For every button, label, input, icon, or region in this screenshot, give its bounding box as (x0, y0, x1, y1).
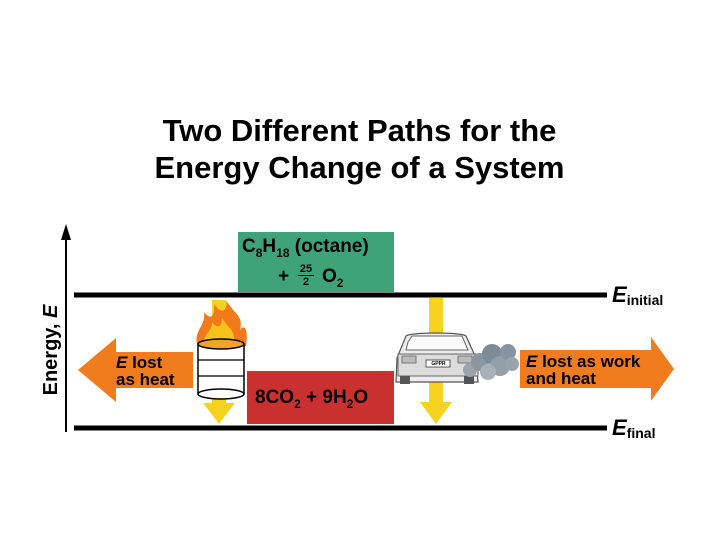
reactant-o2: O2 (322, 266, 343, 290)
reactant-o-sub: 2 (336, 275, 344, 290)
reactant-line-1: C8H18 (octane) (242, 236, 369, 264)
reactant-octane: (octane) (289, 236, 369, 257)
diagram-title: Two Different Paths for the Energy Chang… (0, 112, 719, 186)
heat-loss-e: E (116, 353, 128, 372)
work-loss-line-1: lost as work (537, 352, 641, 371)
reactant-c: C (242, 236, 256, 257)
exhaust-smoke-icon (463, 344, 519, 380)
car-plate-text: GPPR (431, 361, 446, 367)
work-loss-e: E (526, 352, 538, 371)
work-heat-loss-label: E lost as work and heat (526, 353, 640, 387)
work-loss-line-2: and heat (526, 369, 596, 388)
energy-axis-symbol: E (40, 304, 62, 318)
product-h-sub: 2 (346, 396, 354, 411)
car-icon (395, 332, 479, 384)
heat-loss-label: E lost as heat (116, 354, 175, 388)
product-h: 9H (322, 387, 347, 408)
initial-energy-sub: initial (626, 292, 664, 308)
energy-axis-label: Energy, E (40, 290, 64, 410)
energy-axis-arrowhead (61, 224, 71, 240)
fraction-numerator: 25 (298, 263, 314, 276)
title-line-1: Two Different Paths for the (162, 113, 557, 148)
reactant-c-sub: 8 (255, 245, 263, 260)
heat-arrow-left (78, 338, 193, 402)
burning-barrel-icon (196, 300, 247, 400)
title-line-2: Energy Change of a System (154, 150, 565, 185)
fraction-denominator: 2 (302, 276, 310, 288)
reactant-plus: + (278, 266, 290, 287)
reactant-box: C8H18 (octane) + 25 2 O2 (238, 232, 394, 292)
product-co: 8CO (255, 387, 295, 408)
product-o: O (353, 387, 369, 408)
reactant-h-sub: 18 (276, 245, 290, 260)
work-heat-arrow-right (520, 337, 674, 401)
heat-loss-line-1: lost (127, 353, 163, 372)
initial-energy-symbol: E (612, 282, 627, 307)
final-energy-label: Efinal (612, 415, 655, 441)
initial-energy-label: Einitial (612, 282, 663, 308)
product-co-sub: 2 (294, 396, 301, 411)
final-energy-sub: final (626, 425, 656, 441)
final-energy-symbol: E (612, 415, 627, 440)
product-plus: + (300, 387, 323, 408)
reactant-o: O (322, 266, 337, 287)
energy-axis-label-text: Energy, (40, 317, 62, 396)
product-formula: 8CO2 + 9H2O (255, 387, 368, 411)
reactant-h: H (262, 236, 277, 257)
reactant-fraction: 25 2 (298, 263, 314, 288)
heat-loss-line-2: as heat (116, 370, 175, 389)
product-box: 8CO2 + 9H2O (247, 371, 394, 424)
